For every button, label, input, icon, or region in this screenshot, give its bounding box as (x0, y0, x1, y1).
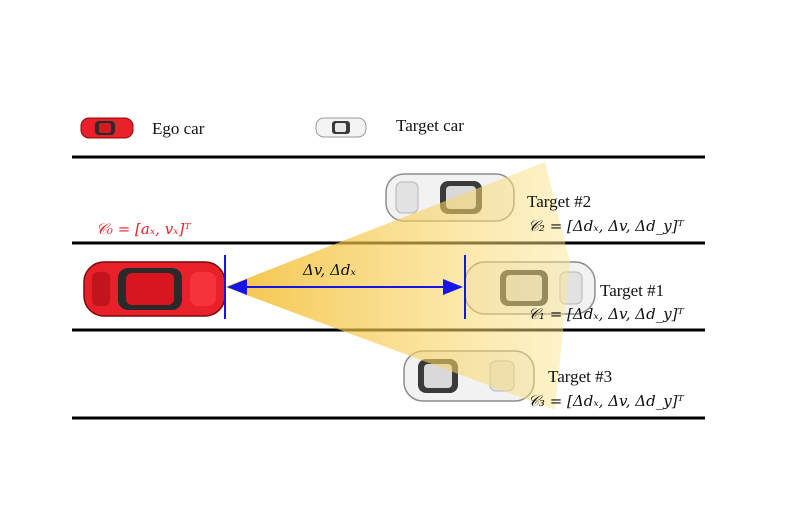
target-3-state: 𝒞₃ = [Δdₓ, Δv, Δd_y]ᵀ (528, 392, 685, 410)
legend: Ego car Target car (80, 116, 464, 139)
target-1-name: Target #1 (600, 281, 664, 300)
target-car-legend-label: Target car (396, 116, 464, 135)
target-2-state: 𝒞₂ = [Δdₓ, Δv, Δd_y]ᵀ (528, 217, 685, 235)
target-1-state: 𝒞₁ = [Δdₓ, Δv, Δd_y]ᵀ (528, 305, 685, 323)
target-3-name: Target #3 (548, 367, 612, 386)
measurement-label: Δv, Δdₓ (302, 261, 356, 279)
ego-car (83, 261, 226, 317)
ego-state-label: 𝒞₀ = [aₓ, vₓ]ᵀ (96, 220, 191, 238)
target-car-legend-icon (315, 117, 367, 138)
ego-car-legend-icon (80, 117, 134, 139)
ego-car-legend-label: Ego car (152, 119, 205, 138)
target-2-name: Target #2 (527, 192, 591, 211)
